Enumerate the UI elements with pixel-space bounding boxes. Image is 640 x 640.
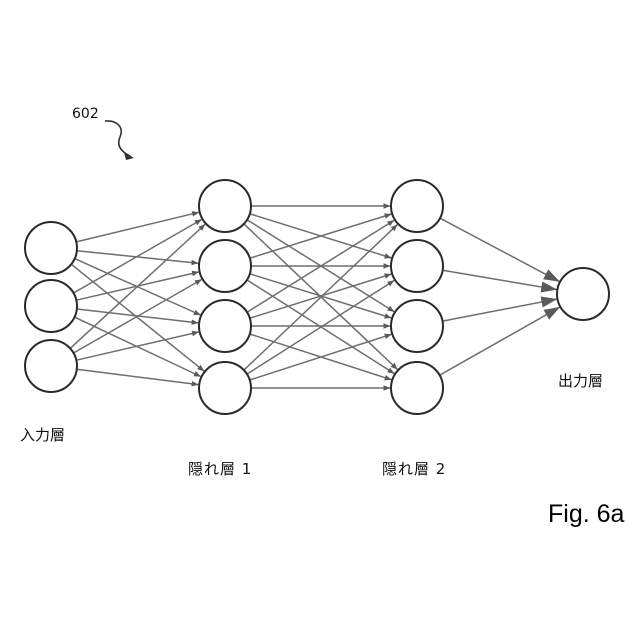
hidden-layer-1-label: 隠れ層 1 bbox=[188, 458, 252, 479]
connection-input-3-to-hidden1-1 bbox=[70, 224, 205, 348]
hidden2-node-2 bbox=[391, 240, 443, 292]
hidden2-node-3 bbox=[391, 300, 443, 352]
connection-input-3-to-hidden1-4 bbox=[77, 369, 198, 384]
input-node-2 bbox=[25, 280, 77, 332]
hidden2-node-1 bbox=[391, 180, 443, 232]
output-layer-label: 出力層 bbox=[558, 370, 603, 391]
connection-input-1-to-hidden1-4 bbox=[71, 264, 204, 371]
input-layer-label: 入力層 bbox=[20, 424, 65, 445]
connection-input-3-to-hidden1-3 bbox=[76, 332, 198, 360]
hidden1-node-4 bbox=[199, 362, 251, 414]
hidden1-node-1 bbox=[199, 180, 251, 232]
connection-hidden2-3-to-output-1 bbox=[443, 299, 557, 321]
connection-input-3-to-hidden1-2 bbox=[74, 280, 202, 354]
hidden-layer-2-label: 隠れ層 2 bbox=[382, 458, 446, 479]
connection-input-1-to-hidden1-1 bbox=[76, 212, 199, 242]
connection-hidden2-1-to-output-1 bbox=[440, 218, 559, 281]
input-node-3 bbox=[25, 340, 77, 392]
figure-caption: Fig. 6a bbox=[548, 500, 624, 529]
reference-numeral: 602 bbox=[72, 106, 99, 122]
input-node-1 bbox=[25, 222, 77, 274]
reference-leader-arrow bbox=[105, 121, 130, 156]
hidden2-node-4 bbox=[391, 362, 443, 414]
reference-leader-arrowhead bbox=[124, 152, 134, 160]
hidden1-node-3 bbox=[199, 300, 251, 352]
connection-input-2-to-hidden1-1 bbox=[74, 220, 202, 294]
connections-group bbox=[70, 206, 559, 388]
hidden1-node-2 bbox=[199, 240, 251, 292]
output-node-1 bbox=[557, 268, 609, 320]
connection-hidden2-2-to-output-1 bbox=[443, 270, 557, 289]
